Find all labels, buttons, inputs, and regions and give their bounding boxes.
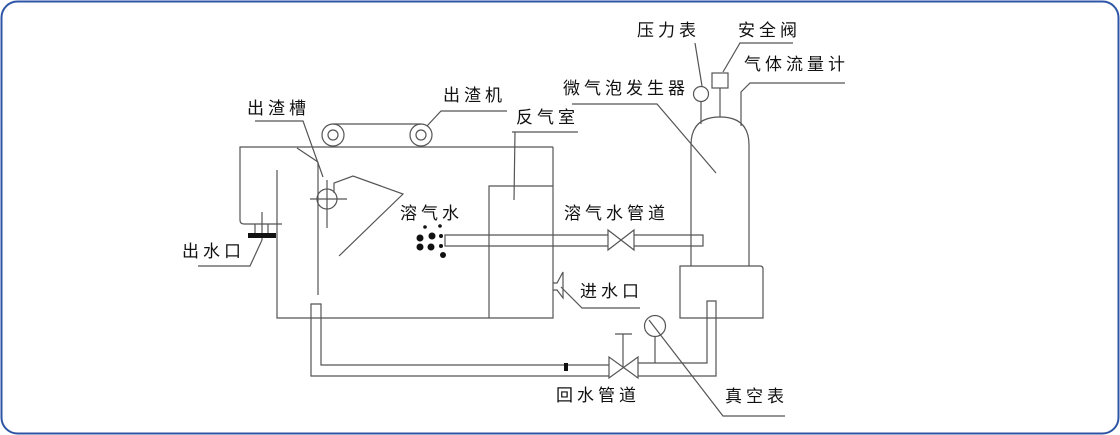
label-water-inlet: 进水口 bbox=[580, 282, 643, 302]
slag-trough: 出渣槽 bbox=[247, 99, 405, 257]
label-safety-valve: 安全阀 bbox=[738, 21, 801, 41]
water-inlet: 进水口 bbox=[553, 271, 643, 309]
slag-machine: 出渣机 bbox=[321, 86, 507, 147]
label-vacuum-gauge: 真空表 bbox=[725, 387, 788, 407]
bubbles bbox=[416, 224, 446, 258]
dissolved-air-water: 溶气水 bbox=[400, 204, 463, 258]
label-slag-machine: 出渣机 bbox=[443, 86, 506, 106]
reverse-air-chamber: 反气室 bbox=[488, 108, 579, 318]
label-water-outlet: 出水口 bbox=[182, 242, 245, 262]
return-pipe: 回水管道 真空表 bbox=[310, 300, 788, 417]
label-microbubble-generator: 微气泡发生器 bbox=[563, 79, 689, 99]
water-outlet: 出水口 bbox=[182, 212, 276, 267]
pressure-gauge-icon bbox=[692, 85, 710, 103]
label-return-pipe: 回水管道 bbox=[556, 386, 640, 406]
label-gas-flowmeter: 气体流量计 bbox=[744, 55, 849, 75]
label-dissolved-air-water: 溶气水 bbox=[400, 204, 463, 224]
microbubble-generator: 微气泡发生器 压力表 安全阀 气体流量计 bbox=[563, 21, 849, 319]
label-pressure-gauge: 压力表 bbox=[637, 21, 700, 41]
dissolved-air-pipe: 溶气水管道 bbox=[444, 204, 704, 252]
return-valve-icon bbox=[608, 355, 639, 380]
vacuum-gauge-icon bbox=[643, 314, 667, 338]
label-dissolved-air-pipe: 溶气水管道 bbox=[564, 204, 669, 224]
label-slag-trough: 出渣槽 bbox=[247, 99, 310, 119]
flotation-tank bbox=[239, 146, 554, 319]
valve-icon bbox=[607, 228, 635, 252]
label-reverse-air-chamber: 反气室 bbox=[516, 108, 579, 128]
